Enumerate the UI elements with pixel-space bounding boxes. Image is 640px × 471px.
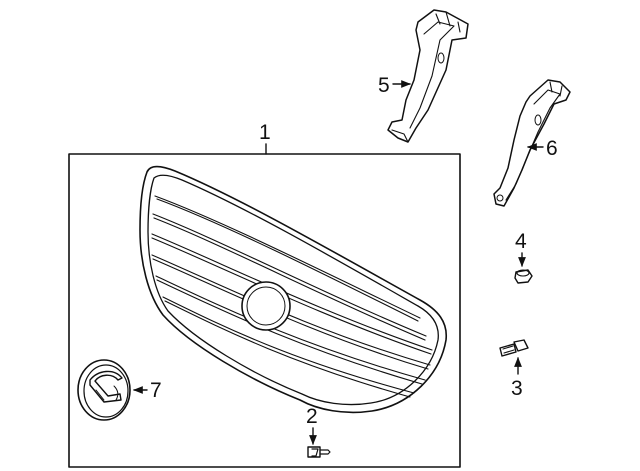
- bolt-part-3: 3: [499, 339, 529, 400]
- screw-part-2: 2: [306, 405, 331, 458]
- nut-part-4: 4: [514, 230, 533, 284]
- callout-3: 3: [511, 377, 523, 400]
- callout-1: 1: [259, 121, 271, 144]
- radiator-grille: [139, 165, 447, 414]
- bracket-part-6: 6: [493, 79, 571, 207]
- callout-4: 4: [515, 230, 527, 253]
- callout-7: 7: [150, 379, 162, 402]
- callout-5: 5: [378, 74, 390, 97]
- grille-louvers: [151, 195, 433, 398]
- callout-6: 6: [546, 137, 558, 160]
- grille-assembly-box: [68, 153, 461, 468]
- grille-center-emblem: [241, 281, 291, 331]
- callout-2: 2: [306, 405, 318, 428]
- bracket-part-5: 5: [378, 9, 469, 143]
- emblem-part-7: 7: [77, 359, 162, 421]
